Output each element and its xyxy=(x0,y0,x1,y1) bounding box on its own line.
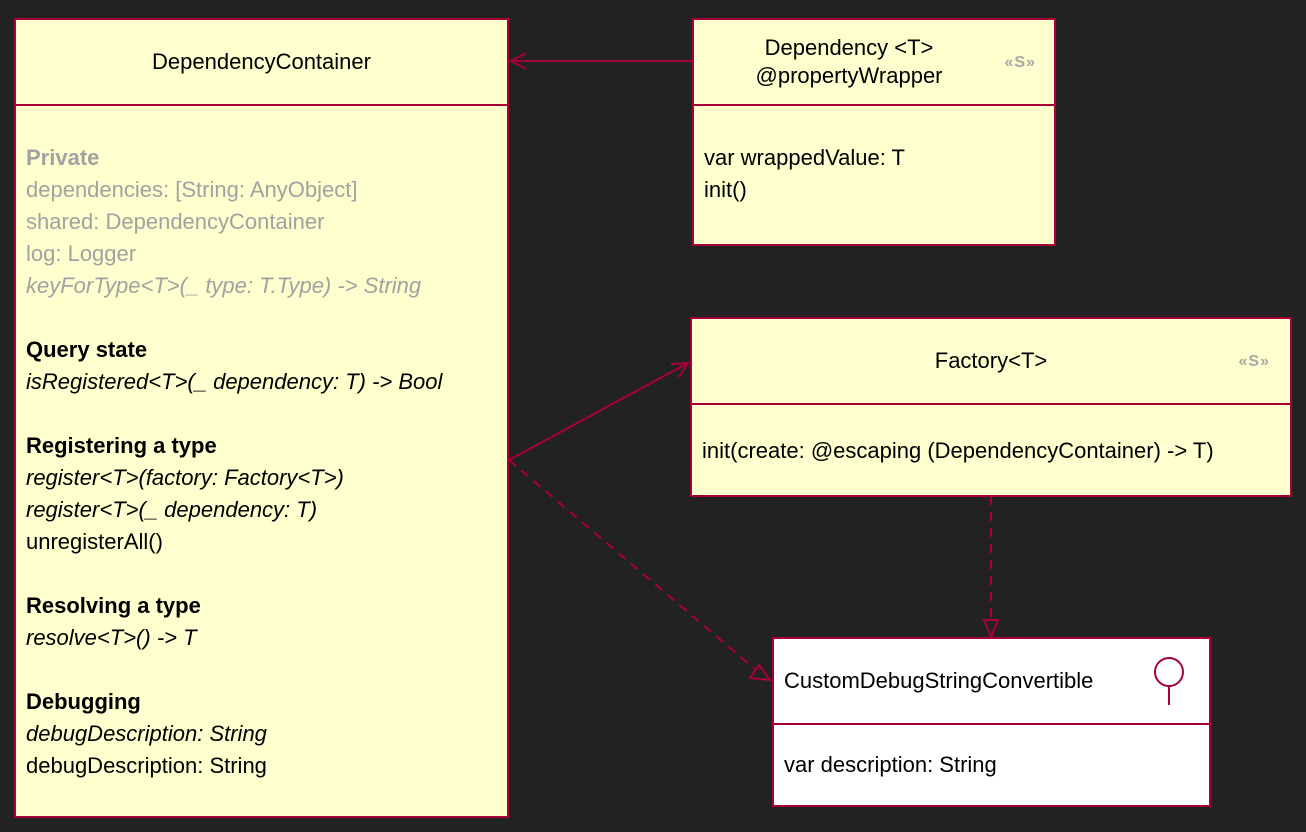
method-register-factory: register<T>(factory: Factory<T>) xyxy=(26,465,344,490)
interface-lollipop-icon xyxy=(1154,657,1184,705)
section-heading-registering: Registering a type xyxy=(26,433,217,458)
method-init: init() xyxy=(704,177,747,202)
member-debug-description-italic: debugDescription: String xyxy=(26,721,267,746)
member-shared: shared: DependencyContainer xyxy=(26,209,325,234)
custom-debug-protocol-members: var description: String xyxy=(774,723,1209,805)
factory-struct-class[interactable]: Factory<T> «S» init(create: @escaping (D… xyxy=(690,317,1292,497)
method-resolve: resolve<T>() -> T xyxy=(26,625,197,650)
custom-debug-protocol-header: CustomDebugStringConvertible xyxy=(774,639,1209,725)
factory-struct-header: Factory<T> xyxy=(692,319,1290,405)
method-register-dependency: register<T>(_ dependency: T) xyxy=(26,497,318,522)
member-debug-description: debugDescription: String xyxy=(26,753,267,778)
method-is-registered: isRegistered<T>(_ dependency: T) -> Bool xyxy=(26,369,443,394)
section-heading-resolving: Resolving a type xyxy=(26,593,201,618)
method-key-for-type: keyForType<T>(_ type: T.Type) -> String xyxy=(26,273,422,298)
method-unregister-all: unregisterAll() xyxy=(26,529,163,554)
dependency-struct-header: Dependency <T> @propertyWrapper xyxy=(694,20,1054,106)
container-to-factory-arrow xyxy=(508,361,690,461)
container-realizes-protocol-arrow xyxy=(508,459,773,682)
member-log: log: Logger xyxy=(26,241,137,266)
dependency-struct-subtitle: @propertyWrapper xyxy=(755,63,943,88)
section-heading-debugging: Debugging xyxy=(26,689,141,714)
member-dependencies: dependencies: [String: AnyObject] xyxy=(26,177,358,202)
dependency-struct-members: var wrappedValue: T init() xyxy=(694,104,1054,244)
section-heading-query-state: Query state xyxy=(26,337,148,362)
dependency-container-class[interactable]: DependencyContainer Private dependencies… xyxy=(14,18,509,818)
factory-struct-stereotype: «S» xyxy=(1238,353,1270,370)
factory-struct-title: Factory<T> xyxy=(934,348,1048,373)
member-description: var description: String xyxy=(784,752,997,777)
method-factory-init: init(create: @escaping (DependencyContai… xyxy=(702,438,1214,463)
dependency-container-members: Private dependencies: [String: AnyObject… xyxy=(16,104,507,816)
custom-debug-protocol-class[interactable]: CustomDebugStringConvertible var descrip… xyxy=(772,637,1211,807)
section-heading-private: Private xyxy=(26,145,100,170)
dependency-container-header: DependencyContainer xyxy=(16,20,507,106)
dependency-container-title: DependencyContainer xyxy=(152,49,371,74)
dependency-struct-class[interactable]: Dependency <T> @propertyWrapper «S» var … xyxy=(692,18,1056,246)
custom-debug-protocol-title: CustomDebugStringConvertible xyxy=(784,668,1094,693)
dependency-struct-stereotype: «S» xyxy=(1004,54,1036,71)
factory-realizes-protocol-arrow xyxy=(982,496,1000,640)
factory-struct-members: init(create: @escaping (DependencyContai… xyxy=(692,403,1290,495)
dependency-to-container-arrow xyxy=(508,52,692,70)
member-wrapped-value: var wrappedValue: T xyxy=(704,145,905,170)
dependency-struct-title: Dependency <T> xyxy=(764,35,934,60)
